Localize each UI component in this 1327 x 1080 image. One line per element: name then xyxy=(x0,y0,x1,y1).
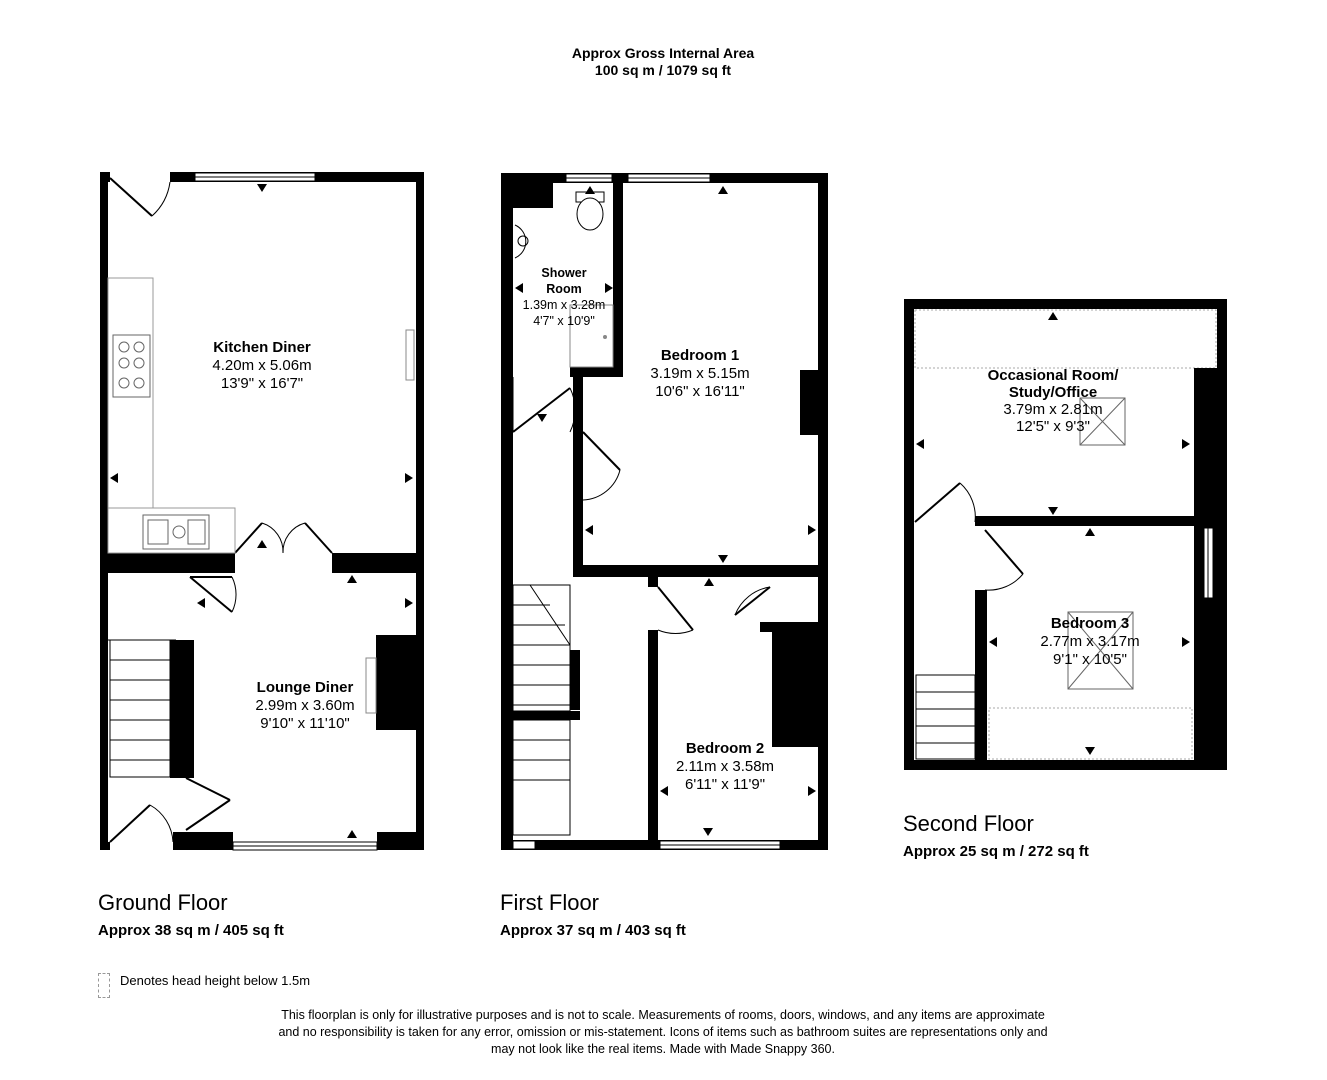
gross-area-value: 100 sq m / 1079 sq ft xyxy=(594,62,732,78)
room-metric: 2.77m x 3.17m xyxy=(1040,633,1140,650)
room-imperial: 13'9" x 16'7" xyxy=(220,375,304,392)
floor-caption-first: First Floor Approx 37 sq m / 403 sq ft xyxy=(500,890,686,939)
room-imperial: 6'11" x 11'9" xyxy=(684,776,766,793)
disclaimer-line: may not look like the real items. Made w… xyxy=(491,1042,835,1056)
room-name: Lounge Diner xyxy=(256,679,354,696)
gross-area-header: Approx Gross Internal Area 100 sq m / 10… xyxy=(572,45,754,79)
ground-floor-plan xyxy=(100,172,424,851)
room-label-bedroom2: Bedroom 2 2.11m x 3.58m 6'11" x 11'9" xyxy=(676,740,774,794)
room-imperial: 9'1" x 10'5" xyxy=(1053,651,1127,668)
low-height-legend-swatch xyxy=(98,973,110,998)
floor-title: Ground Floor xyxy=(98,890,228,915)
floor-area: Approx 38 sq m / 405 sq ft xyxy=(98,922,284,939)
room-metric: 2.99m x 3.60m xyxy=(255,697,355,714)
floor-area: Approx 37 sq m / 403 sq ft xyxy=(500,922,686,939)
room-label-bedroom1: Bedroom 1 3.19m x 5.15m 10'6" x 16'11" xyxy=(650,347,749,401)
floor-title: Second Floor xyxy=(903,811,1034,836)
room-imperial: 9'10" x 11'10" xyxy=(260,715,350,732)
room-name: Kitchen Diner xyxy=(213,339,311,356)
room-name-2: Room xyxy=(546,282,582,296)
room-metric: 2.11m x 3.58m xyxy=(675,758,775,775)
first-floor-plan xyxy=(501,173,828,850)
room-label-shower: Shower Room 1.39m x 3.28m 4'7" x 10'9" xyxy=(523,265,606,329)
room-name-1: Occasional Room/ xyxy=(987,367,1119,384)
room-name-2: Study/Office xyxy=(1008,384,1098,401)
room-name: Bedroom 3 xyxy=(1050,615,1130,632)
room-metric: 1.39m x 3.28m xyxy=(522,298,606,312)
floor-title: First Floor xyxy=(500,890,599,915)
room-label-lounge: Lounge Diner 2.99m x 3.60m 9'10" x 11'10… xyxy=(255,679,354,733)
room-label-occasional: Occasional Room/ Study/Office 3.79m x 2.… xyxy=(988,367,1119,435)
disclaimer-line: and no responsibility is taken for any e… xyxy=(278,1025,1048,1039)
room-name: Bedroom 2 xyxy=(685,740,765,757)
room-label-bedroom3: Bedroom 3 2.77m x 3.17m 9'1" x 10'5" xyxy=(1040,615,1139,669)
room-imperial: 12'5" x 9'3" xyxy=(1016,418,1090,435)
gross-area-title: Approx Gross Internal Area xyxy=(571,45,755,61)
room-imperial: 10'6" x 16'11" xyxy=(655,383,745,400)
room-metric: 4.20m x 5.06m xyxy=(212,357,312,374)
disclaimer: This floorplan is only for illustrative … xyxy=(278,1007,1047,1058)
floor-caption-ground: Ground Floor Approx 38 sq m / 405 sq ft xyxy=(98,890,284,939)
low-height-legend-text: Denotes head height below 1.5m xyxy=(120,973,311,988)
room-metric: 3.19m x 5.15m xyxy=(650,365,750,382)
room-name-1: Shower xyxy=(541,266,587,280)
floor-area: Approx 25 sq m / 272 sq ft xyxy=(903,843,1089,860)
floor-caption-second: Second Floor Approx 25 sq m / 272 sq ft xyxy=(903,811,1089,860)
disclaimer-line: This floorplan is only for illustrative … xyxy=(281,1008,1045,1022)
room-metric: 3.79m x 2.81m xyxy=(1003,401,1103,418)
room-label-kitchen: Kitchen Diner 4.20m x 5.06m 13'9" x 16'7… xyxy=(212,339,311,393)
room-imperial: 4'7" x 10'9" xyxy=(533,314,595,328)
room-name: Bedroom 1 xyxy=(660,347,740,364)
second-floor-plan xyxy=(904,299,1227,770)
